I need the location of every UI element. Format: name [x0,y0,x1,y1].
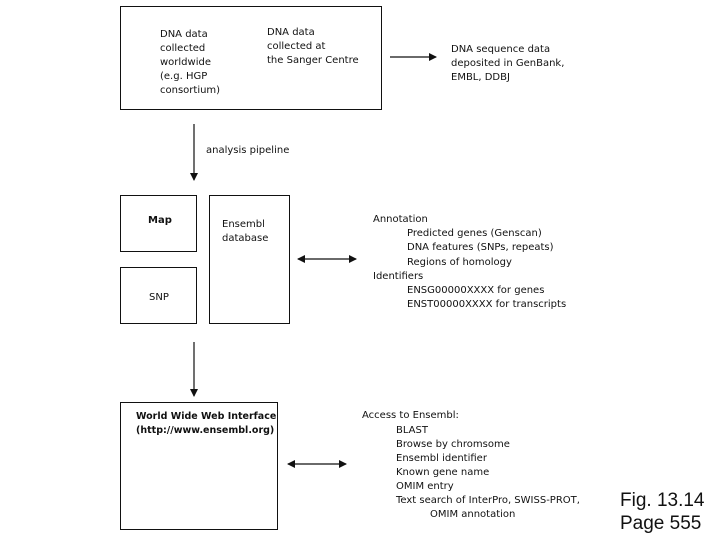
identifiers-title: Identifiers [373,271,424,282]
map-box [120,195,197,252]
web-interface-label: World Wide Web Interface (http://www.ens… [136,411,277,436]
access-item: Text search of InterPro, SWISS-PROT, [396,495,580,506]
analysis-pipeline-label: analysis pipeline [206,145,290,156]
access-item: OMIM entry [396,481,454,492]
access-title: Access to Ensembl: [362,410,459,421]
access-item: Known gene name [396,467,490,478]
identifier-item: ENST00000XXXX for transcripts [407,299,567,310]
ensembl-database-box [209,195,290,324]
identifier-item: ENSG00000XXXX for genes [407,285,545,296]
annotation-item: DNA features (SNPs, repeats) [407,242,554,253]
annotation-item: Predicted genes (Genscan) [407,228,542,239]
dna-worldwide-label: DNA data collected worldwide (e.g. HGP c… [160,29,221,96]
dna-sanger-label: DNA data collected at the Sanger Centre [267,27,359,66]
figure-caption: Fig. 13.14 Page 555 [620,490,705,534]
snp-label: SNP [149,292,169,303]
access-item: Browse by chromsome [396,439,510,450]
snp-box [120,267,197,324]
access-item: Ensembl identifier [396,453,487,464]
web-interface-box [120,402,278,530]
annotation-title: Annotation [373,214,428,225]
map-label: Map [148,215,172,226]
ensembl-database-label: Ensembl database [222,219,269,244]
data-sources-box [120,6,382,110]
access-item-continuation: OMIM annotation [430,509,516,520]
deposit-label: DNA sequence data deposited in GenBank, … [451,44,565,83]
annotation-item: Regions of homology [407,257,512,268]
access-item: BLAST [396,425,428,436]
